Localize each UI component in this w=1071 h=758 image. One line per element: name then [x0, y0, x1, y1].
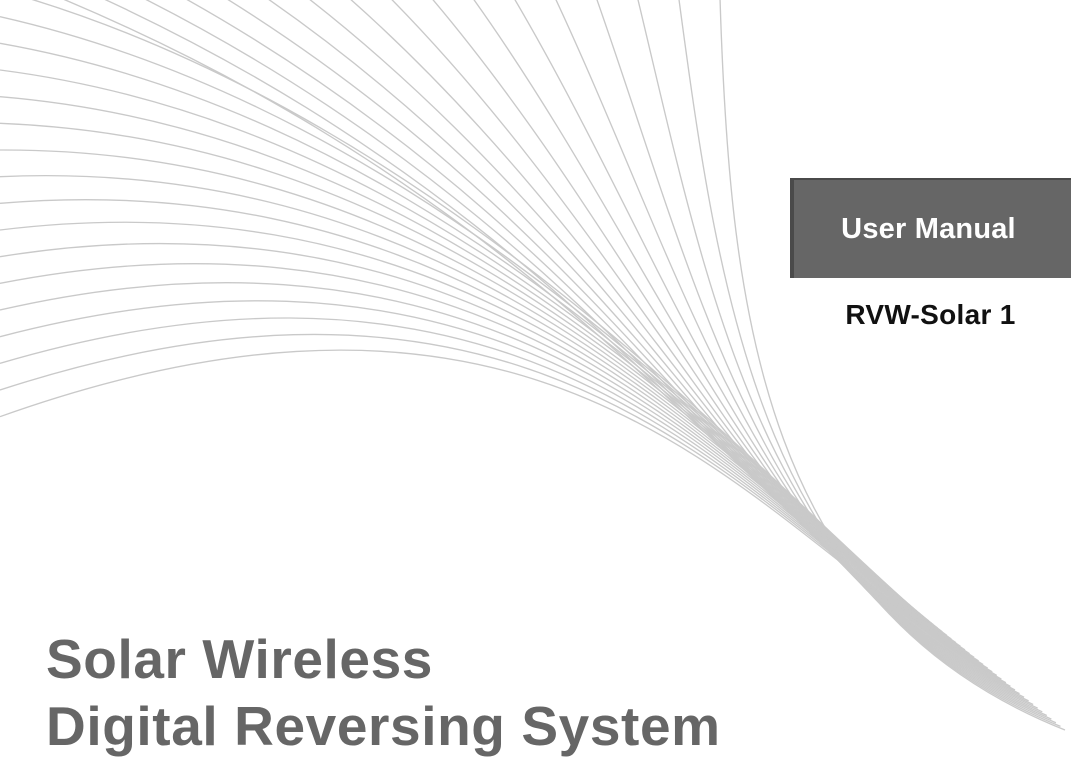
decorative-curve — [0, 198, 952, 640]
decorative-curve — [31, 0, 916, 611]
decorative-curve — [432, 0, 1034, 706]
decorative-curve — [0, 122, 939, 629]
product-title-line-2: Digital Reversing System — [46, 695, 721, 757]
decorative-curve — [350, 0, 1025, 698]
decorative-curve — [0, 149, 943, 633]
decorative-curve — [0, 300, 975, 658]
decorative-curve — [473, 0, 1039, 709]
decorative-curve — [0, 349, 989, 669]
user-manual-banner: User Manual — [790, 178, 1071, 278]
product-title-line-1: Solar Wireless — [46, 628, 433, 690]
decorative-curve — [678, 0, 1061, 727]
decorative-curve — [186, 0, 1007, 684]
decorative-curve — [104, 0, 998, 677]
decorative-curve — [0, 242, 961, 647]
decorative-curve — [0, 333, 984, 666]
decorative-curve — [596, 0, 1052, 720]
decorative-curve — [0, 69, 930, 622]
decorative-curve — [309, 0, 1020, 695]
decorative-curve — [0, 317, 979, 662]
decorative-curve — [0, 263, 966, 651]
decorative-curve — [391, 0, 1029, 702]
decorative-curve — [268, 0, 1016, 691]
decorative-curve — [227, 0, 1011, 687]
decorative-curve — [0, 282, 970, 655]
decorative-curve — [637, 0, 1057, 724]
decorative-curve — [514, 0, 1043, 713]
decorative-curve — [145, 0, 1002, 680]
decorative-curve — [0, 221, 957, 644]
decorative-curve — [0, 95, 934, 626]
decorative-curve — [0, 174, 948, 637]
decorative-curve — [719, 0, 1066, 731]
user-manual-label: User Manual — [841, 212, 1016, 245]
model-number: RVW-Solar 1 — [845, 299, 1016, 330]
decorative-curve — [555, 0, 1048, 717]
decorative-curve — [63, 0, 993, 673]
